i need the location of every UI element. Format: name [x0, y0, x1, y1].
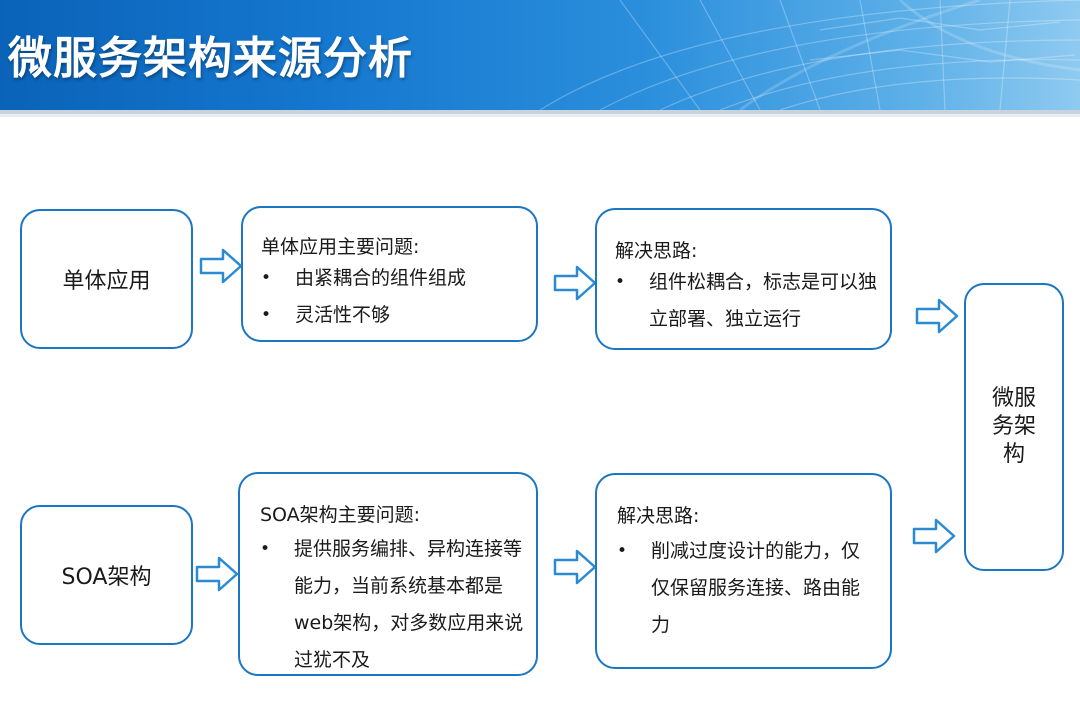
- monolith-solution-box: 解决思路: • 组件松耦合，标志是可以独立部署、独立运行: [595, 208, 892, 350]
- monolith-problems-title: 单体应用主要问题:: [261, 236, 420, 258]
- bullet-text: 组件松耦合，标志是可以独立部署、独立运行: [649, 271, 878, 330]
- soa-box: SOA架构: [20, 505, 193, 645]
- arrow-right-icon: [553, 265, 597, 301]
- list-item: • 灵活性不够: [261, 297, 526, 334]
- arrow-right-icon: [915, 298, 959, 334]
- soa-label: SOA架构: [61, 565, 152, 590]
- monolith-problems-box: 单体应用主要问题: • 由紧耦合的组件组成 • 灵活性不够: [241, 206, 538, 342]
- list-item: • 由紧耦合的组件组成: [261, 260, 526, 297]
- list-item: • 组件松耦合，标志是可以独立部署、独立运行: [615, 264, 883, 338]
- bullet-text: 提供服务编排、异构连接等能力，当前系统基本都是web架构，对多数应用来说过犹不及: [294, 538, 524, 671]
- list-item: • 提供服务编排、异构连接等能力，当前系统基本都是web架构，对多数应用来说过犹…: [260, 531, 525, 679]
- page-title: 微服务架构来源分析: [8, 33, 413, 84]
- header-banner: 微服务架构来源分析: [0, 0, 1080, 110]
- microservice-label: 微服务架构: [991, 386, 1036, 467]
- monolith-label: 单体应用: [62, 269, 151, 294]
- arrow-right-icon: [553, 549, 597, 585]
- arrow-right-icon: [199, 248, 243, 284]
- header-decoration-graphic: [539, 0, 1080, 110]
- soa-problems-box: SOA架构主要问题: • 提供服务编排、异构连接等能力，当前系统基本都是web架…: [238, 472, 538, 676]
- bullet-icon: •: [615, 272, 626, 292]
- soa-solution-box: 解决思路: • 削减过度设计的能力，仅仅保留服务连接、路由能力: [595, 473, 892, 669]
- bullet-text: 灵活性不够: [295, 304, 391, 326]
- bullet-text: 由紧耦合的组件组成: [295, 267, 467, 289]
- monolith-box: 单体应用: [20, 209, 193, 349]
- microservice-box: 微服务架构: [964, 283, 1064, 571]
- monolith-solution-list: • 组件松耦合，标志是可以独立部署、独立运行: [615, 264, 883, 338]
- header-divider-shadow: [0, 114, 1080, 117]
- bullet-icon: •: [261, 268, 272, 288]
- soa-problems-title: SOA架构主要问题:: [260, 504, 421, 526]
- bullet-text: 削减过度设计的能力，仅仅保留服务连接、路由能力: [651, 540, 861, 636]
- soa-solution-title: 解决思路:: [617, 505, 700, 527]
- monolith-problems-list: • 由紧耦合的组件组成 • 灵活性不够: [261, 260, 526, 334]
- arrow-right-icon: [195, 556, 239, 592]
- bullet-icon: •: [261, 305, 272, 325]
- list-item: • 削减过度设计的能力，仅仅保留服务连接、路由能力: [617, 533, 867, 644]
- soa-solution-list: • 削减过度设计的能力，仅仅保留服务连接、路由能力: [617, 533, 867, 644]
- bullet-icon: •: [617, 541, 628, 561]
- bullet-icon: •: [260, 539, 271, 559]
- monolith-solution-title: 解决思路:: [615, 240, 698, 262]
- arrow-right-icon: [912, 518, 956, 554]
- soa-problems-list: • 提供服务编排、异构连接等能力，当前系统基本都是web架构，对多数应用来说过犹…: [260, 531, 525, 679]
- header-divider: [0, 110, 1080, 114]
